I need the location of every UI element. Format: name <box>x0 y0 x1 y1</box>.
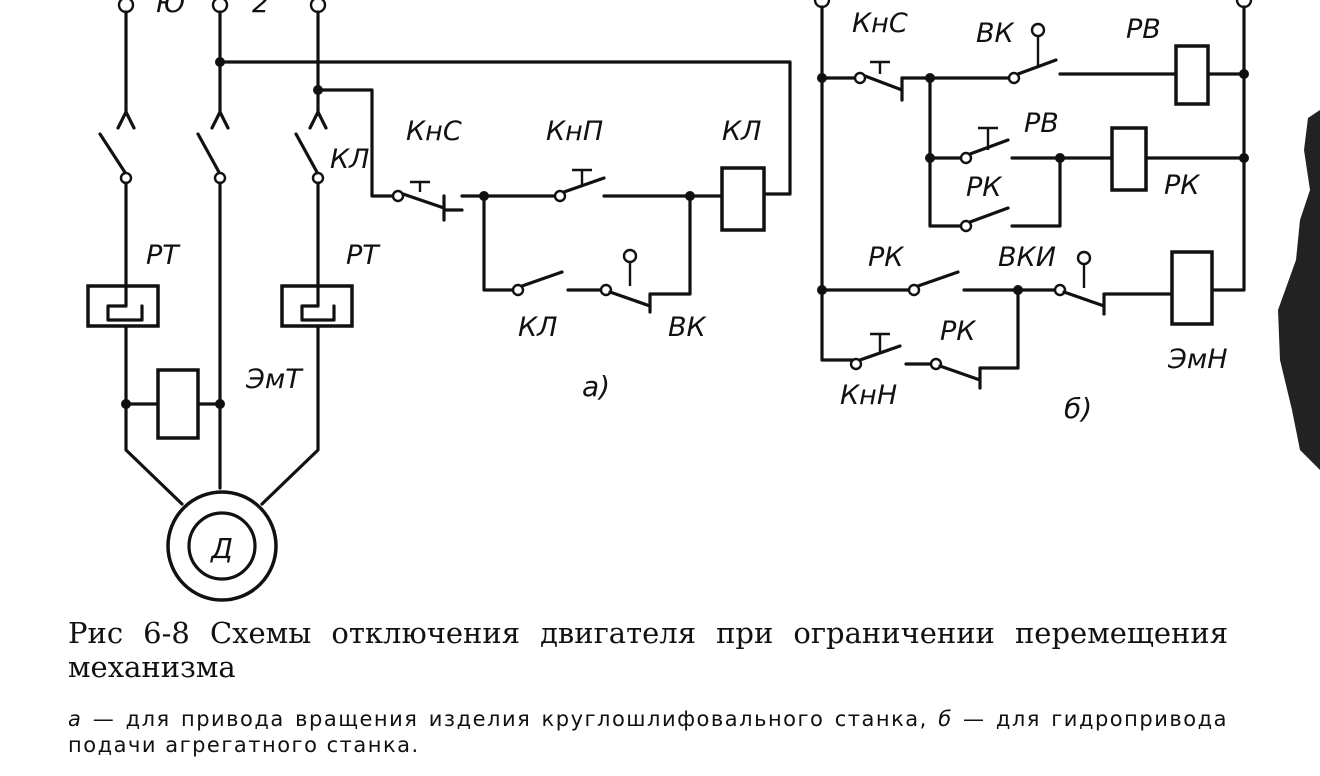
panel-a-control-circuit: КнС КнП КЛ КЛ ВК а) <box>215 57 792 403</box>
supply-terminal-3 <box>309 0 327 14</box>
holding-contact-a <box>520 270 564 288</box>
supply-terminal-1 <box>117 0 135 14</box>
solenoid-label-b: ЭмН <box>1167 344 1228 375</box>
figure-number: Рис 6-8 <box>68 616 190 650</box>
legend-dash-a: — <box>92 707 116 731</box>
contactor-blade-1 <box>98 132 128 176</box>
contact-terminal <box>907 283 921 297</box>
relay-coil-b <box>1110 126 1148 192</box>
contactor-coil-a <box>720 166 766 232</box>
figure-caption: Рис 6-8 Схемы отключения двигателя при о… <box>68 616 1228 684</box>
phase-3-lower-wire <box>260 181 320 506</box>
contact-terminal <box>849 357 863 371</box>
time-relay-coil-label-b: РВ <box>1126 14 1161 45</box>
relay-self-hold-contact-b <box>968 206 1010 224</box>
phase-1-lower-wire <box>124 181 184 506</box>
relay-lower-contact-label-b: РК <box>940 316 977 347</box>
contactor-main-label: КЛ <box>330 144 369 175</box>
holding-contact-label-a: КЛ <box>518 312 557 343</box>
phase-1-contact-mark <box>116 110 136 130</box>
holding-branch-wire <box>482 194 516 292</box>
control-wire <box>1010 156 1062 228</box>
relay-lower-contact-b <box>938 288 1020 390</box>
motor-label: Д <box>209 532 233 565</box>
limit-switch-label-a: ВК <box>668 312 708 343</box>
contact-terminal <box>959 151 973 165</box>
contact-terminal <box>622 248 638 264</box>
scan-edge-shadow <box>1278 110 1320 470</box>
figure-title: Схемы отключения двигателя при ограничен… <box>68 616 1228 684</box>
junction <box>1239 153 1249 163</box>
relay-main-contact-label-b: РК <box>868 242 905 273</box>
manual-button-label-b: КнН <box>840 380 897 411</box>
phase-2-contact-mark <box>210 110 230 130</box>
circuit-diagram: Ю 2 РТ РТ Э <box>86 0 1253 602</box>
relay-main-contact-b <box>916 270 960 288</box>
panel-a-letter: а) <box>582 370 610 403</box>
time-relay-contact-label-b: РВ <box>1024 108 1059 139</box>
junction <box>1239 69 1249 79</box>
legend-dash-b: — <box>963 707 986 731</box>
limit-switch-label-b: ВК <box>976 18 1016 49</box>
thermal-relay-label-left: РТ <box>146 240 181 271</box>
panel-b-right-rail <box>1212 5 1246 292</box>
legend-letter-a: а <box>68 707 83 731</box>
panel-b-letter: б) <box>1064 392 1092 425</box>
legend-text-a: для привода вращения изделия круглошлифо… <box>125 707 928 731</box>
start-button-a <box>553 168 692 203</box>
time-relay-coil-b <box>1174 44 1210 106</box>
contact-actuator <box>978 126 998 150</box>
junction <box>121 399 131 409</box>
supply-phase-label-2: 2 <box>252 0 269 19</box>
thermal-relay-label-right: РТ <box>346 240 381 271</box>
junction <box>215 399 225 409</box>
contact-terminal <box>511 283 525 297</box>
solenoid-b <box>1170 250 1214 326</box>
pulse-limit-switch-b <box>1062 290 1174 316</box>
phase-3-contact-mark <box>308 110 328 130</box>
start-button-label-a: КнП <box>546 116 603 147</box>
contactor-blade-2 <box>196 132 222 176</box>
limit-switch-b <box>1016 58 1058 76</box>
contact-terminal <box>1076 250 1092 266</box>
stop-button-label-b: КнС <box>852 8 908 39</box>
legend-text-b: для гидропривода подачи агрегатного стан… <box>68 707 1228 757</box>
control-wire <box>928 76 964 228</box>
junction <box>215 57 225 67</box>
supply-phase-label-1: Ю <box>156 0 185 19</box>
junction <box>313 85 323 95</box>
pulse-limit-switch-label-b: ВКИ <box>998 242 1056 273</box>
contact-actuator <box>870 332 890 354</box>
contact-terminal <box>959 219 973 233</box>
control-feed-wire <box>316 88 398 198</box>
stop-button-label-a: КнС <box>406 116 462 147</box>
relay-coil-label-b: РК <box>1164 170 1201 201</box>
supply-terminal-2 <box>211 0 229 14</box>
figure-legend: а — для привода вращения изделия круглош… <box>68 706 1228 758</box>
thermal-relay-right <box>280 284 354 328</box>
contactor-blade-3 <box>294 132 320 176</box>
brake-magnet-coil <box>156 368 200 440</box>
panel-a-power-circuit: Ю 2 РТ РТ Э <box>86 0 381 602</box>
limit-switch-a <box>608 194 692 314</box>
stop-button-a <box>391 180 464 222</box>
contact-terminal <box>1030 22 1046 38</box>
legend-letter-b: б <box>938 707 953 731</box>
control-return-wire <box>218 60 792 196</box>
stop-button-b <box>853 60 904 102</box>
motor <box>166 490 278 602</box>
panel-b-left-rail <box>820 5 854 362</box>
contactor-coil-label-a: КЛ <box>722 116 761 147</box>
thermal-relay-left <box>86 284 160 328</box>
panel-b-control-circuit: КнС ВК РВ РВ РК РК РК ВКИ ЭмН <box>813 0 1253 425</box>
relay-contact-label-upper-b: РК <box>966 172 1003 203</box>
brake-magnet-label: ЭмТ <box>245 364 304 395</box>
contact-terminal <box>1007 71 1021 85</box>
